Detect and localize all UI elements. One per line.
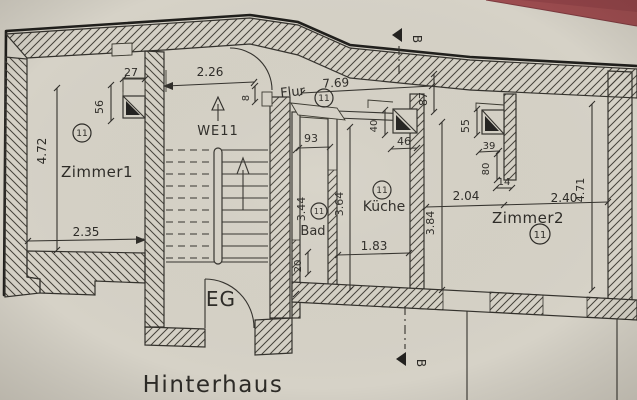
photo-vignette: [0, 0, 637, 400]
floor-plan-svg: B B: [0, 0, 637, 400]
floorplan-photo: B B: [0, 0, 637, 400]
